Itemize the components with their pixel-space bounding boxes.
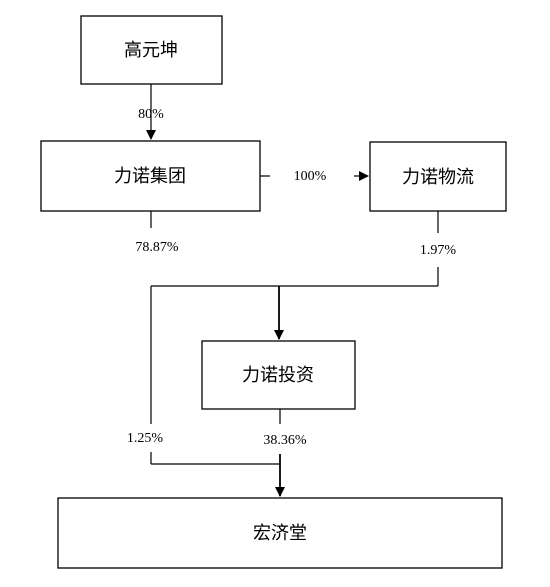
node-hongjitang: 宏济堂 [57, 497, 503, 569]
edge-invest-to-hongjitang-label: 38.36% [263, 433, 307, 448]
edge-logistics-to-invest: 1.97% [274, 211, 457, 340]
edge-group-to-hongjitang-label: 1.25% [127, 431, 164, 446]
edge-gao-to-group-label: 80% [138, 107, 164, 122]
edge-group-to-invest: 78.87% [135, 211, 279, 287]
edge-group-to-hongjitang: 1.25% [127, 286, 280, 465]
node-gao-label: 高元坤 [124, 40, 178, 61]
edge-group-to-logistics: 100% [260, 169, 369, 184]
node-lino-logistics-label: 力诺物流 [402, 167, 474, 188]
edge-group-to-logistics-label: 100% [294, 169, 327, 184]
edge-group-to-invest-label: 78.87% [135, 240, 179, 255]
node-gao: 高元坤 [80, 15, 223, 85]
edge-invest-to-hongjitang: 38.36% [263, 409, 307, 497]
edge-gao-to-group: 80% [138, 84, 164, 140]
node-lino-logistics: 力诺物流 [369, 141, 507, 212]
node-lino-group: 力诺集团 [40, 140, 261, 212]
edge-logistics-to-invest-label: 1.97% [420, 243, 457, 258]
node-lino-invest-label: 力诺投资 [242, 365, 314, 386]
node-lino-invest: 力诺投资 [201, 340, 356, 410]
node-hongjitang-label: 宏济堂 [253, 523, 307, 544]
node-lino-group-label: 力诺集团 [114, 166, 186, 187]
